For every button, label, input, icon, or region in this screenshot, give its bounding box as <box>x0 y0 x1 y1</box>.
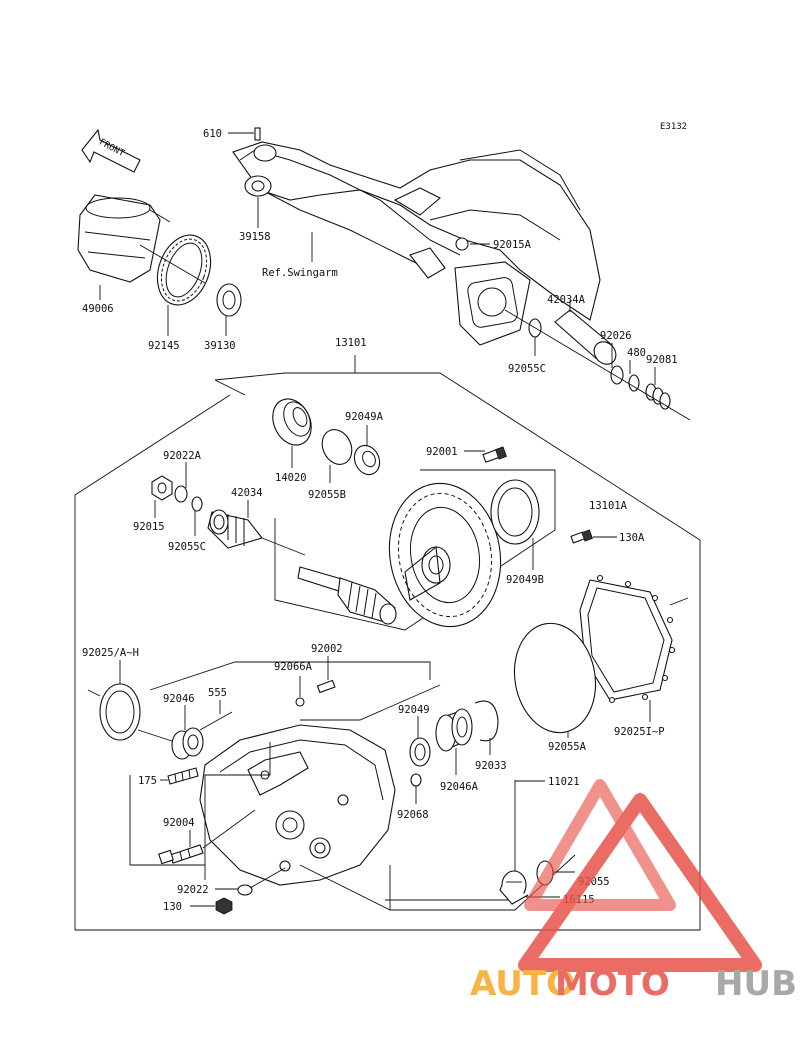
gasket-92025I <box>579 574 676 704</box>
plug-92002 <box>316 679 336 694</box>
part-label-14020: 14020 <box>275 472 307 484</box>
nut-92015 <box>151 475 173 501</box>
part-label-92001: 92001 <box>426 446 458 458</box>
part-label-49006: 49006 <box>82 303 114 315</box>
ref-swingarm-label: Ref.Swingarm <box>262 267 338 279</box>
part-label-39130: 39130 <box>204 340 236 352</box>
pin-555 <box>199 711 233 731</box>
part-label-92022A: 92022A <box>163 450 202 462</box>
oring-92055A <box>513 622 597 734</box>
seal-39130 <box>216 283 242 317</box>
part-label-130A: 130A <box>619 532 645 544</box>
part-label-480: 480 <box>627 347 646 359</box>
spring-92081 <box>645 383 671 410</box>
washer-92066A <box>295 697 305 707</box>
washer-92022 <box>237 884 253 896</box>
part-label-39158: 39158 <box>239 231 271 243</box>
pinion-gear <box>297 566 397 625</box>
seal-92049A <box>353 444 381 476</box>
gear-case-housing <box>199 724 396 886</box>
cap-16115 <box>499 870 529 905</box>
part-label-92081: 92081 <box>646 354 678 366</box>
part-label-13101A: 13101A <box>589 500 628 512</box>
part-label-92025I: 92025I~P <box>614 726 665 738</box>
stud-175 <box>167 767 199 785</box>
automotohub-logo: AUTO MOTO HUB <box>470 779 797 1004</box>
part-label-13101: 13101 <box>335 337 367 349</box>
part-label-92022: 92022 <box>177 884 209 896</box>
logo-text-hub: HUB <box>715 964 797 1004</box>
part-label-92055C-top: 92055C <box>508 363 546 375</box>
spring-92145 <box>156 234 212 306</box>
part-label-92025: 92025/A~H <box>82 647 139 659</box>
bearing-92046 <box>171 727 204 760</box>
part-label-11021: 11021 <box>548 776 580 788</box>
washer-92026 <box>610 365 624 385</box>
bolt-92001 <box>482 446 507 463</box>
bolt-130A <box>570 529 593 544</box>
part-label-92055C-mid: 92055C <box>168 541 206 553</box>
bearing-14020 <box>272 398 312 446</box>
part-label-175: 175 <box>138 775 157 787</box>
part-label-92049: 92049 <box>398 704 430 716</box>
part-label-92026: 92026 <box>600 330 632 342</box>
seal-92049B <box>490 479 540 545</box>
dowel-92068 <box>410 773 422 787</box>
circlip-92033 <box>474 700 499 742</box>
part-label-92055B: 92055B <box>308 489 346 501</box>
diagram-code: E3132 <box>660 122 687 132</box>
part-label-92049B: 92049B <box>506 574 544 586</box>
oring-92055C-mid <box>191 496 203 512</box>
part-label-555: 555 <box>208 687 227 699</box>
washer-92022A <box>174 485 188 503</box>
ring-gear <box>388 482 502 628</box>
part-label-92015: 92015 <box>133 521 165 533</box>
bolt-130 <box>215 897 233 915</box>
bearing-92046A <box>435 708 473 752</box>
front-arrow-icon: FRONT <box>81 128 141 173</box>
clip-480 <box>628 374 640 392</box>
part-label-92015A: 92015A <box>493 239 532 251</box>
part-label-610: 610 <box>203 128 222 140</box>
part-label-42034: 42034 <box>231 487 263 499</box>
part-label-92004: 92004 <box>163 817 195 829</box>
part-label-92068: 92068 <box>397 809 429 821</box>
part-label-92145: 92145 <box>148 340 180 352</box>
boot-49006 <box>77 194 161 300</box>
part-label-92046A: 92046A <box>440 781 479 793</box>
part-label-42034A: 42034A <box>547 294 586 306</box>
logo-text-moto: MOTO <box>555 964 670 1004</box>
shim-92025 <box>99 683 141 741</box>
part-label-92002: 92002 <box>311 643 343 655</box>
seal-92049 <box>409 737 431 767</box>
part-label-92055A: 92055A <box>548 741 587 753</box>
part-label-92049A: 92049A <box>345 411 384 423</box>
part-label-92066A: 92066A <box>274 661 313 673</box>
logo-text-auto: AUTO <box>470 964 575 1004</box>
part-label-92046: 92046 <box>163 693 195 705</box>
coupling-42034 <box>207 509 263 549</box>
stud-92004 <box>158 844 204 865</box>
oring-92055B <box>321 429 353 465</box>
swingarm-drawing <box>232 141 601 346</box>
part-label-130: 130 <box>163 901 182 913</box>
part-label-92033: 92033 <box>475 760 507 772</box>
pin-610 <box>228 127 261 141</box>
